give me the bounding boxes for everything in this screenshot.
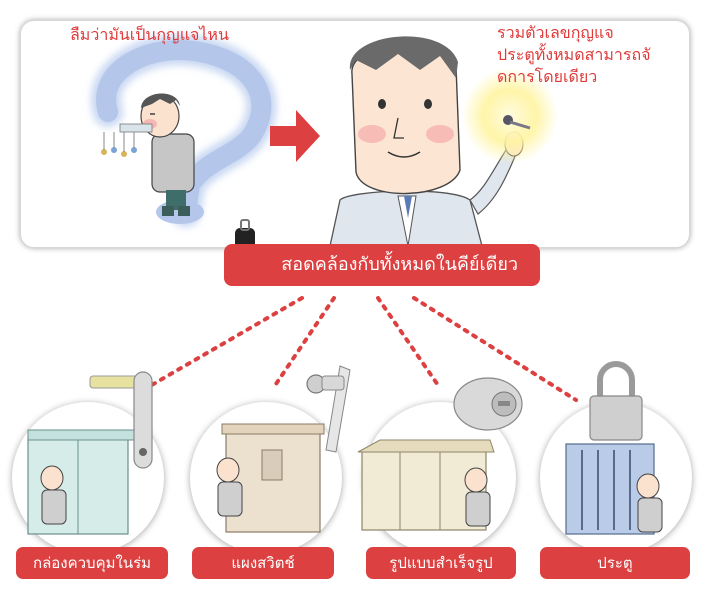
happy-man bbox=[329, 36, 524, 247]
category-label-prefab: รูปแบบสำเร็จรูป bbox=[366, 547, 516, 579]
banner-label: สอดคล้องกับทั้งหมดในคีย์เดียว bbox=[281, 254, 518, 275]
unify-caption-line: ประตูทั้งหมดสามารถจั bbox=[497, 45, 651, 64]
category-label-indoor-box: กล่องควบคุมในร่ม bbox=[16, 547, 168, 579]
padlock-icon bbox=[589, 361, 643, 441]
glowing-key bbox=[462, 68, 558, 164]
forgot-caption: ลืมว่ามันเป็นกุญแจไหน bbox=[70, 25, 229, 44]
category-label-switchboard: แผงสวิตช์ bbox=[192, 547, 334, 579]
prefab-illustration bbox=[357, 439, 495, 531]
banner: สอดคล้องกับทั้งหมดในคีย์เดียว bbox=[224, 244, 540, 286]
category-label-gate: ประตู bbox=[540, 547, 690, 579]
handle-lock-icon bbox=[89, 371, 153, 469]
arrow-right-icon bbox=[270, 110, 320, 162]
switchboard-illustration bbox=[216, 423, 325, 533]
unify-caption-line: รวมตัวเลขกุญแจ bbox=[497, 23, 614, 42]
confused-man bbox=[101, 93, 195, 216]
dotted-connectors bbox=[148, 296, 578, 402]
unify-caption-line: ดการโดยเดียว bbox=[497, 67, 598, 86]
gate-illustration bbox=[565, 443, 663, 535]
knob-lock-icon bbox=[453, 377, 523, 431]
indoor-box-illustration bbox=[27, 429, 135, 535]
unify-caption: รวมตัวเลขกุญแจ ประตูทั้งหมดสามารถจั ดการ… bbox=[497, 22, 687, 88]
handle-lock-icon bbox=[306, 365, 351, 453]
